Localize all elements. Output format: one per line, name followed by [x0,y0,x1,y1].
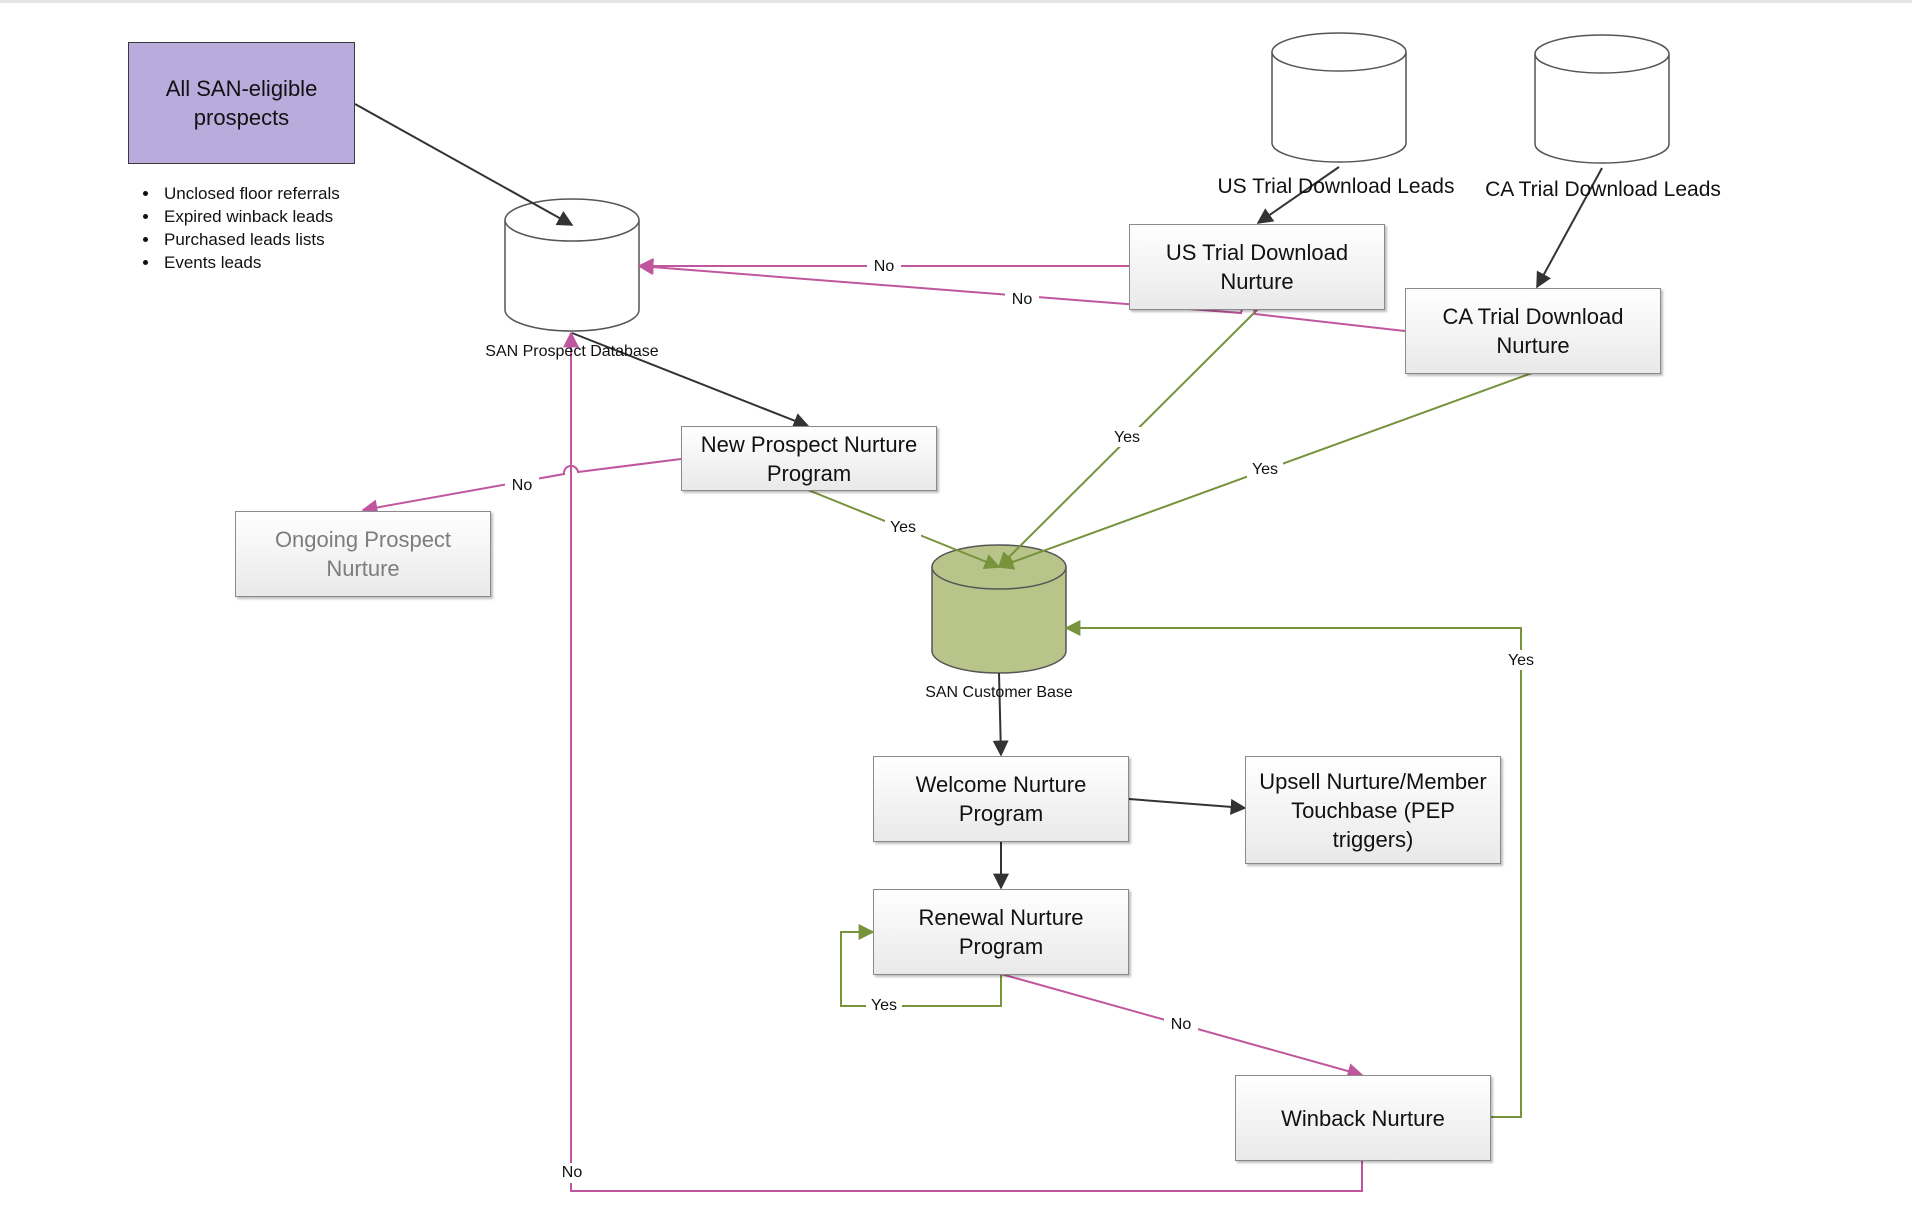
welcome-nurture-box: Welcome Nurture Program [873,756,1129,842]
ca-trial-nurture-box: CA Trial Download Nurture [1405,288,1661,374]
us-trial-nurture-box: US Trial Download Nurture [1129,224,1385,310]
winback-nurture-label: Winback Nurture [1281,1105,1445,1131]
ca-trial-leads-db [1534,34,1670,164]
list-item: Purchased leads lists [160,228,340,251]
renewal-nurture-box: Renewal Nurture Program [873,889,1129,975]
ca-trial-nurture-label: CA Trial Download Nurture [1442,304,1624,358]
label-new-no: No [512,477,533,494]
upsell-nurture-box: Upsell Nurture/Member Touchbase (PEP tri… [1245,756,1501,864]
new-prospect-label: New Prospect Nurture Program [700,431,918,486]
edge-prospects-to-db [354,103,574,226]
us-trial-nurture-label: US Trial Download Nurture [1165,240,1349,294]
label-ca-yes: Yes [1252,461,1278,478]
new-prospect-box: New Prospect Nurture Program [681,426,937,491]
ongoing-prospect-box: Ongoing Prospect Nurture [235,511,491,597]
all-prospects-label: All SAN-eligible prospects [165,76,318,130]
san-prospect-db-label: SAN Prospect Database [485,343,659,360]
label-winback-no: No [562,1164,583,1181]
label-us-yes: Yes [1114,429,1140,446]
renewal-nurture-label: Renewal Nurture Program [918,905,1084,959]
edge-winback-yes [1064,620,1522,1118]
label-us-no: No [874,258,895,275]
edge-us-db-to-us-nurture [1256,166,1340,224]
label-ca-no: No [1012,291,1033,308]
ca-trial-leads-label: CA Trial Download Leads [1485,178,1721,201]
label-new-yes: Yes [890,519,916,536]
winback-nurture-box: Winback Nurture [1235,1075,1491,1161]
ongoing-prospect-label: Ongoing Prospect Nurture [274,527,452,581]
san-customer-base-label: SAN Customer Base [925,684,1073,701]
label-renewal-no: No [1171,1016,1192,1033]
label-renewal-yes: Yes [871,997,897,1014]
edge-renewal-yes [840,924,1002,1007]
prospect-sources-list: Unclosed floor referrals Expired winback… [140,182,340,274]
label-winback-yes: Yes [1508,652,1534,669]
top-border [0,0,1912,3]
edge-db-to-new-prospect [571,332,810,429]
all-prospects-box: All SAN-eligible prospects [128,42,355,164]
list-item: Expired winback leads [160,205,340,228]
welcome-nurture-label: Welcome Nurture Program [915,772,1087,826]
us-trial-leads-db [1271,32,1407,163]
san-prospect-db [504,198,640,332]
upsell-nurture-label: Upsell Nurture/Member Touchbase (PEP tri… [1259,768,1487,852]
list-item: Events leads [160,251,340,274]
edge-customer-to-welcome [992,672,1009,757]
edge-ca-db-to-ca-nurture [1536,167,1603,289]
us-trial-leads-label: US Trial Download Leads [1218,175,1455,198]
edge-winback-no [563,331,1363,1192]
edge-welcome-to-upsell [1128,798,1247,815]
list-item: Unclosed floor referrals [160,182,340,205]
san-customer-db [931,544,1067,674]
